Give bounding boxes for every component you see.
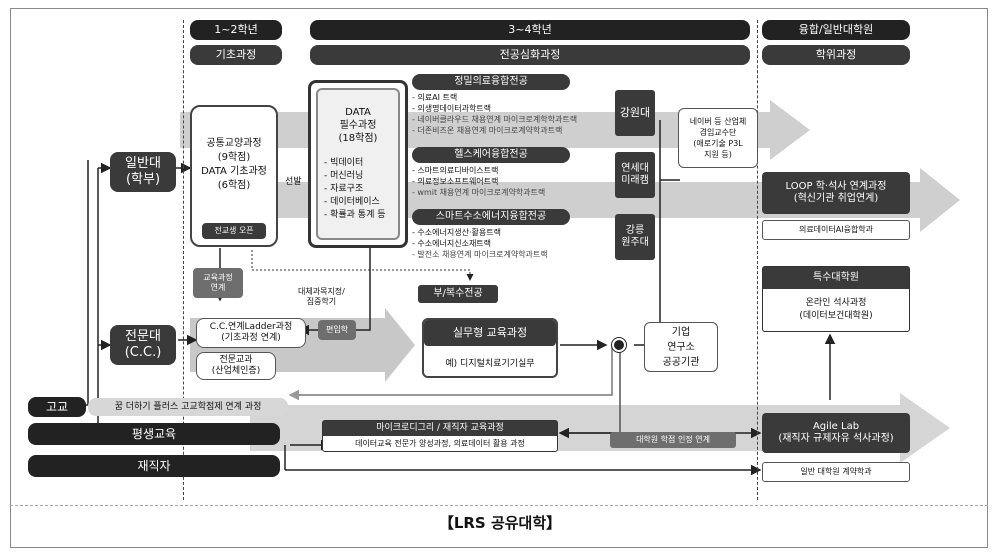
header-course-col2: 전공심화과정 [310,45,750,65]
open-to-all-badge: 전교생 오픈 [202,223,266,239]
data-core-item: - 확률과 통계 등 [324,210,386,220]
healthcare-track: - 의료정보소프트웨어트랙 [412,177,499,186]
practical-course-box: 실무형 교육과정 예) 디지털치료기기실무 [422,318,558,378]
general-university-label: 일반대 (학부) [110,152,176,192]
curriculum-link-badge: 교육과정 연계 [193,268,243,298]
liberal-arts-text: 공통교양과정 (9학점) DATA 기초과정 (6학점) [201,138,267,191]
special-graduate-body: 온라인 석사과정 (데이터보건대학원) [799,298,873,321]
diagram-frame [10,8,988,548]
precision-medicine-major-title: 정밀의료융합전공 [412,74,570,90]
data-core-item: - 머신러닝 [324,171,364,181]
microdegree-box: 마이크로디그리 / 재직자 교육과정 데이터교육 전문가 양성과정, 의료데이터… [322,420,558,452]
data-core-title: DATA 필수과정 (18학점) [338,107,378,144]
hydrogen-track: - 발전소 채용연계 마이크로계약학과트랙 [412,250,548,259]
header-course-col1: 기초과정 [190,45,282,65]
special-graduate-box: 특수대학원 온라인 석사과정 (데이터보건대학원) [762,266,910,332]
loop-course: LOOP 학·석사 연계과정 (혁신기관 취업연계) [762,172,910,214]
microdegree-title: 마이크로디그리 / 재직자 교육과정 [323,421,557,436]
transfer-admission-badge: 편입학 [318,320,356,340]
agile-lab-course: Agile Lab (재직자 규제자유 석사과정) [762,413,910,453]
data-core-list: - 빅데이터 - 머신러닝 - 자료구조 - 데이터베이스 - 확률과 통계 등 [318,157,398,222]
medical-ai-department: 의료데이터AI융합학과 [762,220,910,240]
precision-track: - 의생명데이터과학트랙 [412,104,492,113]
worker-label: 재직자 [28,455,280,477]
gangneung-wonju-tag: 강릉 원주대 [615,214,655,260]
highschool-label: 고교 [28,397,86,417]
selection-label: 선발 [285,177,302,187]
hydrogen-energy-major-title: 스마트수소에너지융합전공 [412,209,570,225]
lifelong-education-label: 평생교육 [28,423,280,445]
cc-ladder-course: C.C.연계Ladder과정 (기초과정 연계) [196,318,306,348]
data-core-box: DATA 필수과정 (18학점) - 빅데이터 - 머신러닝 - 자료구조 - … [308,80,408,248]
hydrogen-track: - 수소에너지생산·활용트랙 [412,228,501,237]
healthcare-tracks: - 스마트의료디바이스트랙 - 의료정보소프트웨어트랙 - wmit 채용연계 … [412,165,612,201]
precision-track: - 네이버클라우드 채용연계 마이크로계학학과트랙 [412,115,578,124]
data-core-item: - 자료구조 [324,184,364,194]
liberal-arts-box: 공통교양과정 (9학점) DATA 기초과정 (6학점) 전교생 오픈 [190,105,278,247]
header-course-col3: 학위과정 [762,45,910,65]
yonsei-mirae-tag: 연세대 미래캠 [615,152,655,198]
data-core-item: - 빅데이터 [324,158,364,168]
partners-box: 기업 연구소 공공기관 [644,322,718,372]
healthcare-track: - wmit 채용연계 마이크로계약학과트랙 [412,188,546,197]
data-core-inner: DATA 필수과정 (18학점) - 빅데이터 - 머신러닝 - 자료구조 - … [316,88,400,240]
hydrogen-track: - 수소에너지신소재트랙 [412,239,492,248]
industry-professor-box: 네이버 등 산업체 겸임교수단 (애로기술 P3L 지원 등) [678,108,758,168]
practical-course-example: 예) 디지털치료기기실무 [445,359,535,369]
grad-credit-link-badge: 대학원 학점 인정 연계 [610,432,736,448]
caption-divider [10,505,988,506]
special-graduate-title: 특수대학원 [763,267,909,289]
cc-major-course: 전문교과 (산업체인증) [196,352,276,380]
header-year-col3: 융합/일반대학원 [762,20,910,40]
highschool-link-course: 꿈 더하기 플러스 고교학점제 연계 과정 [88,398,288,416]
precision-track: - 더존비즈온 채용연계 마이크로계약학과트랙 [412,126,563,135]
divider-col1 [183,20,184,500]
precision-track: - 의료AI 트랙 [412,93,458,102]
data-core-item: - 데이터베이스 [324,197,380,207]
practical-course-title: 실무형 교육과정 [424,320,556,346]
kangwon-univ-tag: 강원대 [615,90,655,136]
divider-col3 [757,20,758,500]
minor-double-major: 부/복수전공 [418,285,498,303]
hydrogen-energy-tracks: - 수소에너지생산·활용트랙 - 수소에너지신소재트랙 - 발전소 채용연계 마… [412,227,612,263]
precision-medicine-tracks: - 의료AI 트랙 - 의생명데이터과학트랙 - 네이버클라우드 채용연계 마이… [412,92,612,140]
alternative-course-label: 대체과목지정/ 집중학기 [298,287,345,306]
header-year-col1: 1~2학년 [190,20,282,40]
healthcare-major-title: 헬스케어융합전공 [412,147,570,163]
healthcare-track: - 스마트의료디바이스트랙 [412,166,499,175]
junior-college-label: 전문대 (C.C.) [110,325,176,365]
junction-dot [612,338,626,352]
general-grad-contract-dept: 일반 대학원 계약학과 [762,462,910,482]
figure-caption: 【LRS 공유대학】 [438,514,562,532]
header-year-col2: 3~4학년 [310,20,750,40]
microdegree-subtitle: 데이터교육 전문가 양성과정, 의료데이터 활용 과정 [355,439,525,448]
